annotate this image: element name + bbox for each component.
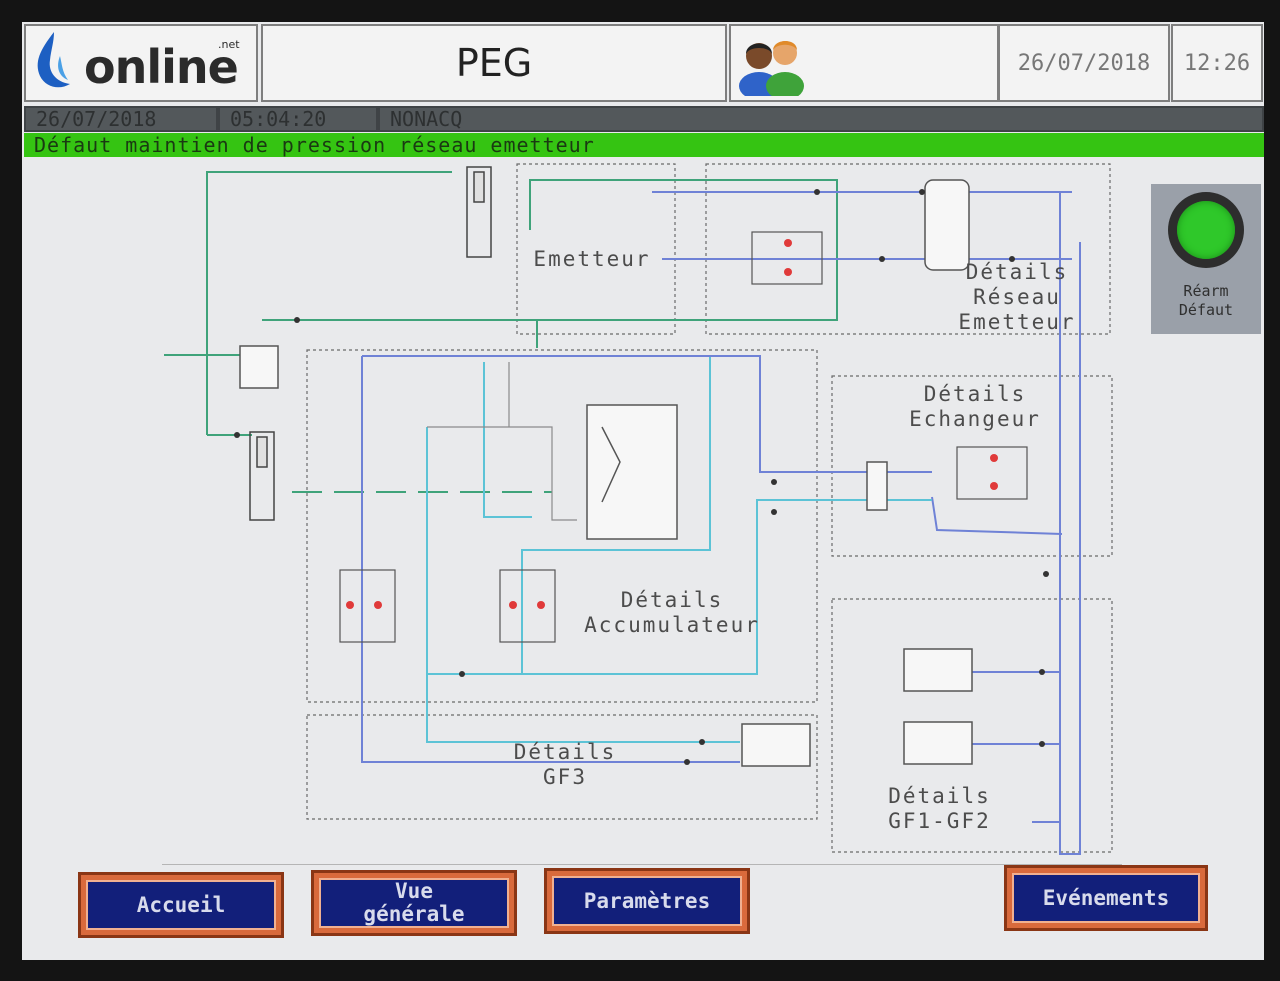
footer-divider — [162, 864, 1122, 865]
rearm-led-indicator — [1168, 192, 1244, 268]
vue-generale-button-label: Vue générale — [319, 878, 509, 928]
valve-marks — [234, 189, 1049, 765]
users-icon — [739, 41, 804, 96]
page-title: PEG — [261, 24, 727, 102]
alarm-bar: 26/07/2018 05:04:20 NONACQ — [24, 106, 1264, 132]
logo-suffix: .net — [218, 38, 240, 51]
logo: online .net — [24, 24, 258, 102]
parametres-button[interactable]: Paramètres — [544, 868, 750, 934]
alarm-status: NONACQ — [380, 108, 1262, 130]
label-accumulateur[interactable]: Détails Accumulateur — [584, 588, 760, 637]
label-reseau-emetteur[interactable]: Détails Réseau Emetteur — [958, 260, 1076, 334]
alarm-message[interactable]: Défaut maintien de pression réseau emett… — [24, 133, 1264, 157]
label-gf1-gf2[interactable]: Détails GF1-GF2 — [888, 784, 991, 833]
label-emetteur[interactable]: Emetteur — [533, 247, 651, 271]
evenements-button-label: Evénements — [1012, 873, 1200, 923]
accueil-button-label: Accueil — [86, 880, 276, 930]
evenements-button[interactable]: Evénements — [1004, 865, 1208, 931]
alarm-time: 05:04:20 — [220, 108, 376, 130]
parametres-button-label: Paramètres — [552, 876, 742, 926]
label-echangeur[interactable]: Détails Echangeur — [909, 382, 1041, 431]
process-diagram — [164, 163, 1113, 855]
drop-logo-icon — [37, 32, 70, 88]
pipe-cyan — [426, 357, 932, 743]
header-date: 26/07/2018 — [998, 24, 1170, 102]
pipe-blue — [361, 191, 1081, 855]
header-time: 12:26 — [1171, 24, 1263, 102]
logo-text: online — [84, 40, 239, 94]
valve-clusters — [339, 231, 1028, 643]
alarm-date: 26/07/2018 — [26, 108, 216, 130]
rearm-label: Réarm Défaut — [1178, 282, 1234, 319]
rearm-default-button[interactable]: Réarm Défaut — [1151, 184, 1261, 334]
pumps — [249, 166, 492, 521]
accueil-button[interactable]: Accueil — [78, 872, 284, 938]
zone-frames — [306, 163, 1113, 853]
label-gf3[interactable]: Détails GF3 — [513, 740, 617, 789]
hmi-screen: online .net PEG 26/07/2018 12:26 26/07/2… — [22, 22, 1264, 960]
users-button[interactable] — [729, 24, 999, 102]
pipe-grey — [427, 362, 577, 521]
vue-generale-button[interactable]: Vue générale — [311, 870, 517, 936]
